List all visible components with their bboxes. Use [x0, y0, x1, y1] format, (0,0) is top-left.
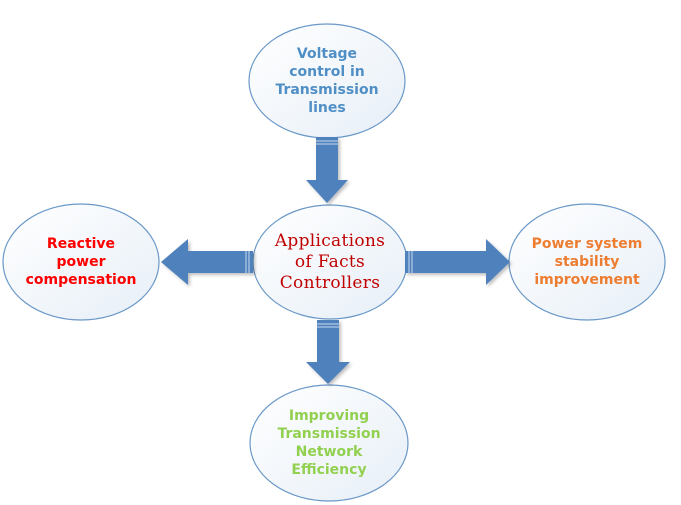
label-line: control in	[289, 64, 365, 80]
label-line: Power system	[531, 236, 643, 252]
node-bottom-ellipse	[249, 384, 409, 502]
label-line: lines	[308, 100, 346, 116]
node-top-text: Voltage control in Transmission lines	[275, 45, 378, 117]
label-line: Efficiency	[291, 462, 367, 478]
node-left-text: Reactive power compensation	[26, 235, 137, 289]
label-line: Improving	[288, 408, 370, 424]
node-right-label: Power system stability improvement	[509, 204, 665, 320]
label-line: Network	[295, 444, 363, 460]
node-left-ellipse	[2, 203, 160, 321]
label-line: compensation	[25, 272, 137, 288]
label-line: stability	[554, 254, 620, 270]
label-line: power	[56, 254, 106, 270]
node-top-label: Voltage control in Transmission lines	[249, 24, 405, 138]
node-left-label: Reactive power compensation	[3, 204, 159, 320]
label-line: Applications	[274, 230, 386, 251]
arrow-center-to-left	[161, 239, 253, 285]
label-line: of Facts	[294, 251, 366, 272]
label-line: Controllers	[279, 272, 381, 293]
label-line: Transmission	[275, 82, 379, 98]
arrow-center-to-right	[405, 239, 510, 285]
arrow-top-to-center	[306, 137, 348, 203]
label-line: improvement	[534, 272, 640, 288]
label-line: Reactive	[46, 236, 116, 252]
node-right-text: Power system stability improvement	[532, 235, 643, 289]
arrow-center-to-bottom	[306, 320, 350, 384]
label-line: Transmission	[277, 426, 381, 442]
label-line: Voltage	[296, 46, 358, 62]
